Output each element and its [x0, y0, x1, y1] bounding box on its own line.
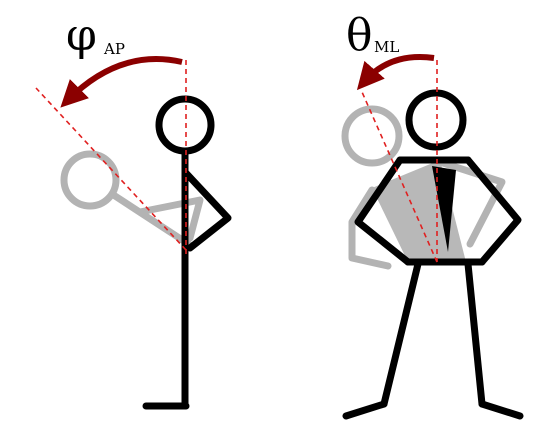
right-ghost-head [341, 105, 403, 167]
left-tilted-trunk-line [35, 87, 187, 251]
left-ghost-head [60, 150, 120, 210]
left-angle-subscript: AP [103, 40, 125, 58]
right-ghost-left-arm [348, 186, 392, 270]
left-arm [181, 168, 232, 252]
right-right-leg [464, 260, 486, 408]
left-ghost-figure [60, 150, 204, 249]
left-head [155, 95, 215, 155]
right-angle-subscript: ML [374, 38, 399, 56]
right-upright-figure [342, 89, 524, 420]
right-left-arm [354, 156, 412, 266]
left-angle-lines [35, 60, 187, 255]
right-head [405, 89, 467, 151]
left-sagittal-figure: φ AP [35, 10, 232, 410]
right-right-arm [464, 156, 522, 266]
right-frontal-figure: θ ML [341, 10, 524, 420]
right-angle-wedge [432, 166, 456, 252]
right-angle-symbol: θ [346, 10, 373, 61]
right-left-leg [380, 260, 422, 408]
right-left-foot [342, 400, 388, 420]
left-ghost-arm [136, 196, 204, 242]
right-rotation-arrow [356, 54, 435, 91]
left-upright-figure [142, 95, 232, 410]
left-angle-symbol: φ [66, 10, 97, 61]
right-angle-lines [361, 60, 438, 263]
right-right-foot [478, 400, 524, 420]
left-rotation-arrow [60, 56, 183, 108]
right-ghost-right-arm [436, 158, 506, 248]
right-tilted-trunk-line [361, 91, 438, 263]
left-ghost-trunk [108, 190, 194, 249]
